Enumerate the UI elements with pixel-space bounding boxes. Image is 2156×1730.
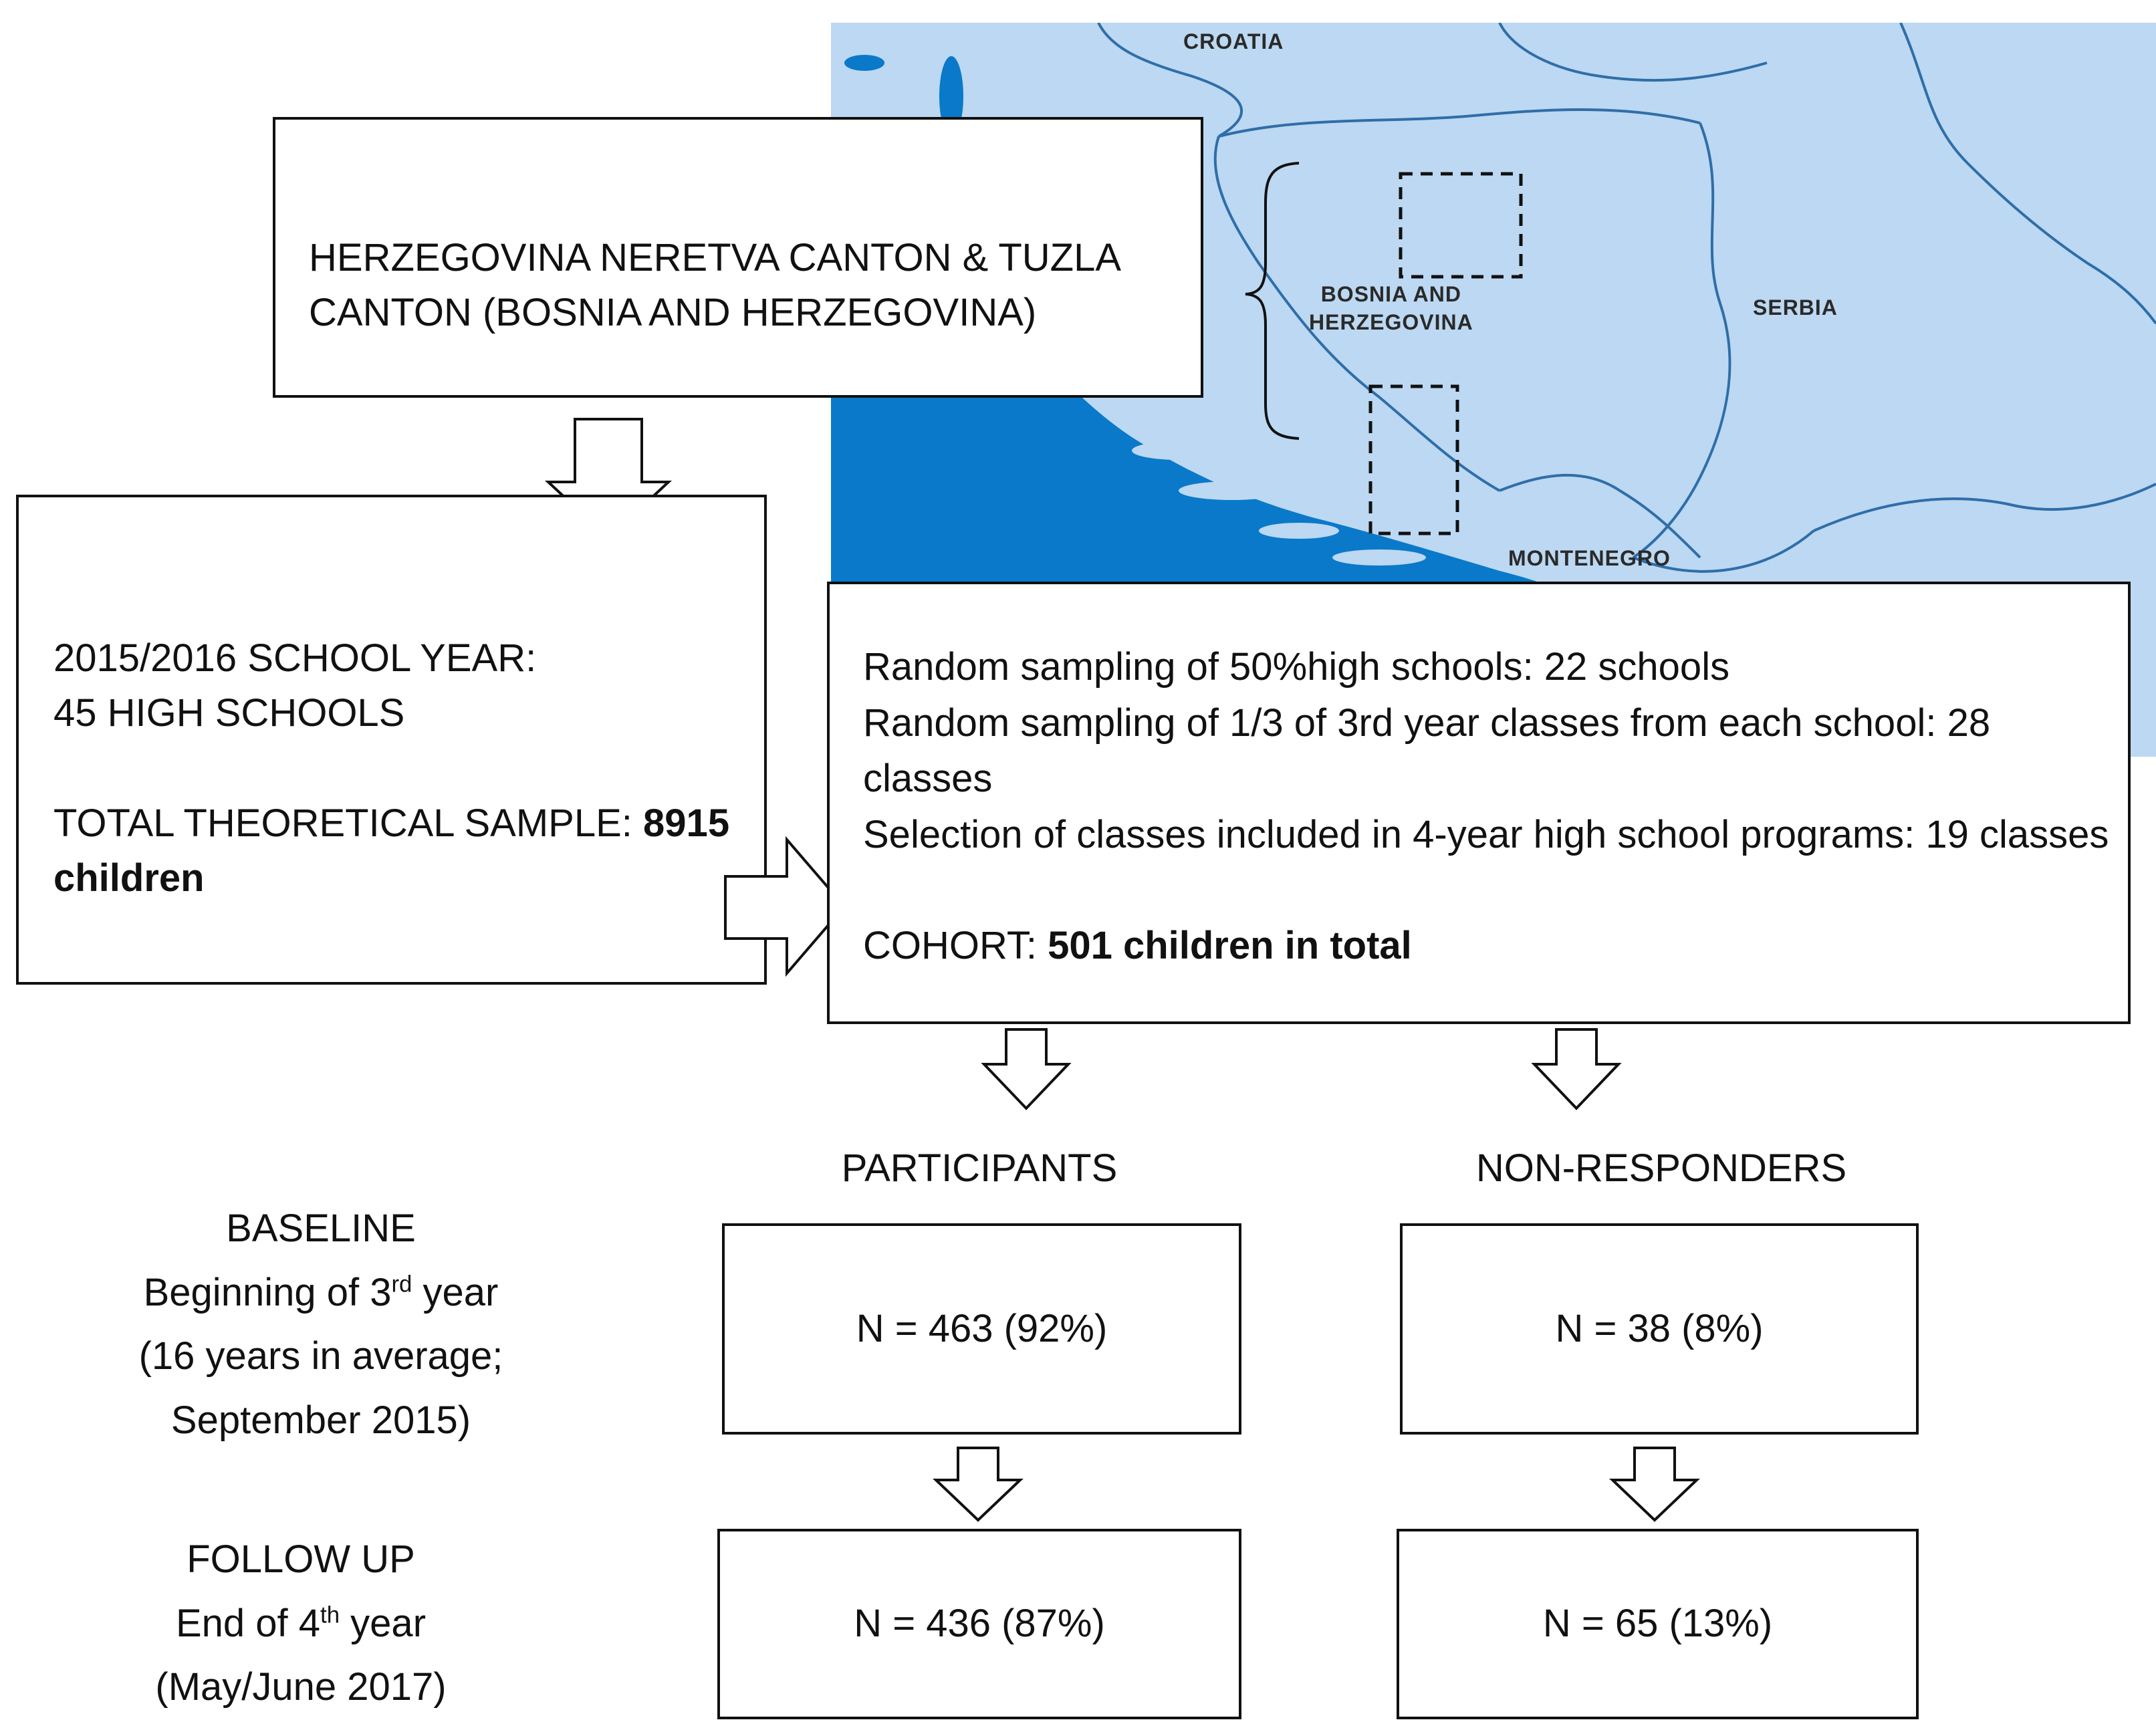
- arrow-down-non-responders-followup: [1609, 1447, 1700, 1522]
- border-serbia-east: [1899, 23, 2156, 325]
- follow-up-non-responders-box: N = 65 (13%): [1397, 1529, 1919, 1719]
- follow-up-participants-count: N = 436 (87%): [854, 1602, 1105, 1646]
- map-label-bosnia: BOSNIA AND HERZEGOVINA: [1309, 282, 1473, 334]
- border-bosnia-serbia: [1632, 122, 1731, 559]
- region-line-1: HERZEGOVINA NERETVA CANTON & TUZLA: [309, 236, 1122, 279]
- map-label-montenegro: MONTENEGRO: [1508, 546, 1671, 570]
- baseline-non-responders-count: N = 38 (8%): [1555, 1306, 1764, 1350]
- sampling-line-3: classes: [863, 757, 993, 801]
- arrow-down-participants: [981, 1028, 1072, 1110]
- border-montenegro: [1499, 473, 1815, 573]
- baseline-line-3: (16 years in average;: [138, 1334, 503, 1378]
- follow-up-participants-box: N = 436 (87%): [717, 1529, 1241, 1719]
- map-label-croatia: CROATIA: [1183, 29, 1284, 53]
- study-area-herzegovina: [1368, 384, 1459, 535]
- cohort-count: 501 children in total: [1048, 924, 1412, 968]
- non-responders-header: NON-RESPONDERS: [1475, 1146, 1847, 1190]
- baseline-line-2: Beginning of 3rd year: [143, 1270, 499, 1314]
- sampling-box: Random sampling of 50%high schools: 22 s…: [827, 582, 2131, 1024]
- sampling-line-2: Random sampling of 1/3 of 3rd year class…: [863, 701, 1991, 745]
- sampling-line-4: Selection of classes included in 4-year …: [863, 812, 2109, 856]
- arrow-down-non-responders: [1531, 1028, 1622, 1110]
- baseline-line-4: September 2015): [170, 1398, 471, 1443]
- follow-up-line-3: (May/June 2017): [155, 1665, 447, 1709]
- school-line-4: children: [53, 856, 205, 900]
- curly-brace: [1245, 162, 1300, 440]
- baseline-non-responders-box: N = 38 (8%): [1400, 1223, 1919, 1435]
- arrow-down-participants-followup: [933, 1447, 1024, 1522]
- sampling-line-1: Random sampling of 50%high schools: 22 s…: [863, 645, 1730, 689]
- map-label-serbia: SERBIA: [1753, 295, 1838, 320]
- arrow-right-sampling: [724, 836, 846, 977]
- border-serbia-south: [1813, 483, 2156, 532]
- school-line-1: 2015/2016 SCHOOL YEAR:: [53, 636, 537, 680]
- region-line-2: CANTON (BOSNIA AND HERZEGOVINA): [309, 291, 1037, 335]
- follow-up-title: FOLLOW UP: [187, 1537, 415, 1581]
- baseline-participants-count: N = 463 (92%): [856, 1306, 1108, 1350]
- border-croatia-bosnia: [1213, 108, 1701, 492]
- participants-header: PARTICIPANTS: [841, 1146, 1118, 1190]
- school-box: 2015/2016 SCHOOL YEAR: 45 HIGH SCHOOLS T…: [16, 495, 767, 985]
- school-line-3: TOTAL THEORETICAL SAMPLE: 8915: [53, 796, 764, 851]
- follow-up-line-2: End of 4th year: [175, 1601, 427, 1645]
- region-box: HERZEGOVINA NERETVA CANTON & TUZLA CANTO…: [273, 117, 1203, 398]
- study-area-tuzla: [1399, 172, 1523, 279]
- baseline-label: BASELINE Beginning of 3rd year (16 years…: [53, 1197, 588, 1453]
- school-theoretical-label: TOTAL THEORETICAL SAMPLE:: [53, 801, 644, 845]
- follow-up-non-responders-count: N = 65 (13%): [1542, 1602, 1773, 1646]
- baseline-participants-box: N = 463 (92%): [722, 1223, 1241, 1435]
- baseline-title: BASELINE: [226, 1207, 416, 1250]
- cohort-line: COHORT: 501 children in total: [863, 918, 2128, 974]
- border-north: [1097, 23, 1768, 138]
- school-theoretical-count: 8915: [643, 801, 730, 845]
- follow-up-label: FOLLOW UP End of 4th year (May/June 2017…: [53, 1527, 548, 1719]
- school-line-2: 45 HIGH SCHOOLS: [53, 691, 405, 735]
- cohort-label: COHORT:: [863, 924, 1048, 968]
